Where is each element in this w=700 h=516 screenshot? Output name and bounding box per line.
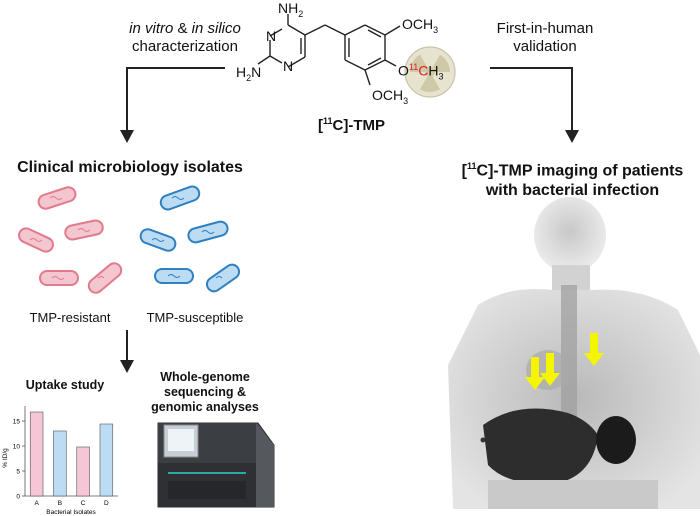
och3-bottom-sub: 3 [403,95,409,106]
och3-bottom-text: OCH [372,87,404,103]
c11-h-text: H [428,62,439,79]
imaging-line1: C]-TMP imaging of patients [476,162,684,180]
h2n-h-text: H [236,64,247,80]
nh2-text: NH [278,0,299,16]
in-vitro-text: in vitro [129,20,174,37]
imaging-bracket: [ [461,162,467,180]
radiation-icon [404,46,456,98]
bacteria-illustration [18,185,241,294]
c11-sup: 11 [408,62,419,72]
chart-ytick-label: 0 [16,494,20,501]
c11-sub: 3 [438,71,444,82]
h2n-left-label: H2N [236,64,261,83]
tmp-molecule-structure [257,14,456,98]
och3-top-text: OCH [402,16,434,32]
chart-ytick-label: 15 [13,419,21,426]
validation-text: validation [513,38,577,55]
tmp-resistant-label: TMP-resistant [29,310,111,325]
ampersand-text: & [173,20,192,37]
chart-xtick-label: D [104,500,109,507]
chart-bar-D [99,423,114,497]
lesion-arrow-icons [525,333,604,390]
uptake-study-title: Uptake study [25,378,105,392]
wgs-title: Whole-genome sequencing & genomic analys… [140,370,270,415]
pet-scan-image [448,195,700,509]
in-silico-text: in silico [191,20,241,37]
tmp-rest: C]-TMP [332,117,386,134]
o11ch3-label: O11CH3 [398,62,444,81]
susceptible-bacteria [139,185,241,293]
tmp-bracket: [ [318,117,323,134]
tmp-sup: 11 [323,116,333,126]
tmp-name-label: [11C]-TMP [318,116,385,134]
wgs-line-1: Whole-genome [160,370,250,384]
nh2-sub: 2 [298,8,304,19]
clinical-isolates-title: Clinical microbiology isolates [17,159,243,176]
wgs-line-3: genomic analyses [151,400,259,414]
chart-ylabel: % ID/g [2,448,9,468]
och3-top-sub: 3 [433,24,439,35]
in-vitro-in-silico-label: in vitro & in silico characterization [100,20,270,56]
o-text: O [398,62,409,79]
chart-bar-C [76,446,90,497]
och3-bottom-label: OCH3 [372,87,408,106]
sequencer-illustration [157,422,275,508]
h2n-n-text: N [251,64,262,80]
first-in-human-label: First-in-human validation [470,20,620,56]
chart-xtick-label: A [34,500,39,507]
chart-bar-A [29,411,44,497]
nh2-top-label: NH2 [278,0,303,19]
och3-top-label: OCH3 [402,16,438,35]
chart-xlabel: Bacterial Isolates [46,509,96,516]
first-in-human-text: First-in-human [496,20,594,37]
uptake-bar-chart: % ID/g 0 5 10 15 A B C D Bacterial Isolates [2,406,118,516]
chart-bar-B [53,430,67,497]
chart-ytick-label: 10 [13,444,21,451]
wgs-line-2: sequencing & [164,385,246,399]
n2-label: N [283,58,294,74]
characterization-text: characterization [132,38,238,55]
tmp-susceptible-label: TMP-susceptible [146,310,244,325]
h2n-sub: 2 [246,72,252,83]
n1-label: N [266,28,277,44]
chart-xtick-label: C [81,500,86,507]
chart-xtick-label: B [58,500,62,507]
imaging-sup: 11 [467,161,477,171]
c11-text: C [418,62,429,79]
chart-ytick-label: 5 [16,469,20,476]
resistant-bacteria [18,186,123,294]
